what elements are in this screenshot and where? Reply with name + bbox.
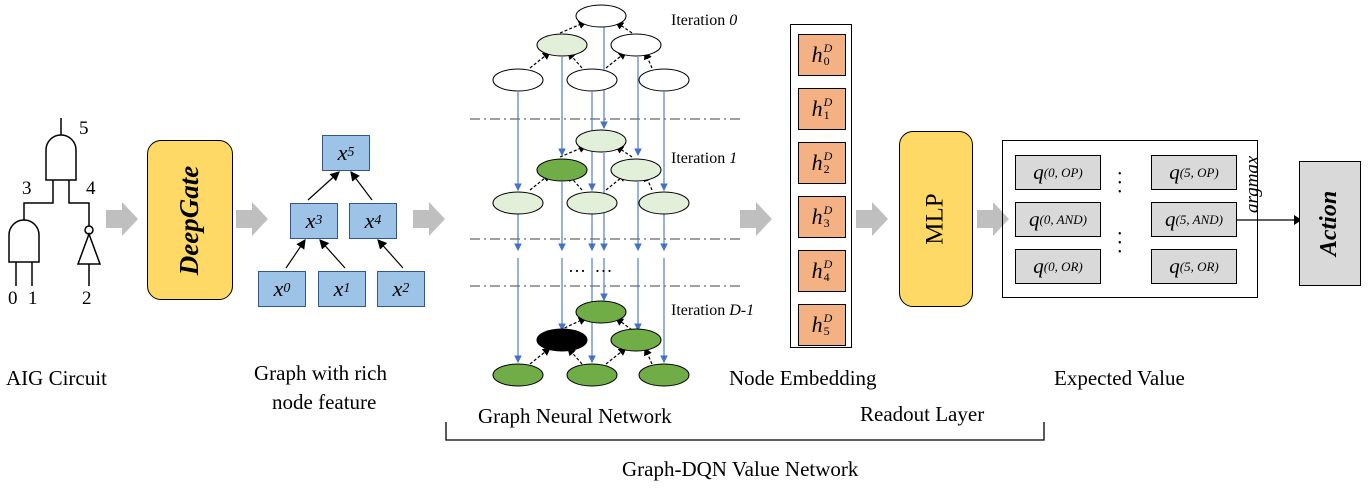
- action-block: Action: [1299, 161, 1361, 286]
- flow-arrow-1: [106, 202, 138, 236]
- q-dots-bottom: • • •: [1118, 229, 1122, 258]
- argmax-label: argmax: [1242, 155, 1263, 213]
- circuit-label-0: 0: [8, 288, 18, 309]
- gnn-node: [575, 4, 627, 28]
- q-value-5-or: q(5, OR): [1151, 249, 1237, 284]
- flow-arrow-6: [977, 202, 1009, 236]
- q-value-0-or: q(0, OR): [1015, 249, 1101, 284]
- flow-arrow-5: [856, 202, 888, 236]
- mlp-block: MLP: [899, 131, 973, 307]
- q-value-5-and: q(5, AND): [1151, 202, 1237, 237]
- gnn-node: [575, 129, 627, 153]
- circuit-label-1: 1: [28, 288, 38, 309]
- flow-arrow-2: [236, 202, 268, 236]
- gnn-diagram: [470, 4, 742, 387]
- gnn-node: [566, 191, 618, 215]
- gnn-node: [492, 68, 544, 92]
- circuit-label-3: 3: [22, 178, 32, 199]
- gnn-node: [575, 300, 627, 324]
- gnn-node: [492, 191, 544, 215]
- gnn-node: [610, 33, 662, 57]
- gnn-node: [610, 328, 662, 352]
- q-value-0-op: q(0, OP): [1015, 155, 1101, 190]
- value-network-bracket: [445, 422, 1045, 441]
- caption-node-embedding: Node Embedding: [729, 366, 877, 390]
- gnn-node: [536, 328, 588, 352]
- circuit-label-5: 5: [79, 118, 89, 139]
- argmax-arrow: [1236, 215, 1302, 225]
- aig-circuit: [8, 118, 102, 286]
- deepgate-block: DeepGate: [147, 140, 233, 300]
- gnn-node: [566, 363, 618, 387]
- gnn-node: [610, 158, 662, 182]
- q-value-5-op: q(5, OP): [1151, 155, 1237, 190]
- embedding-frame: [790, 24, 852, 348]
- q-value-0-and: q(0, AND): [1015, 202, 1101, 237]
- flow-arrow-4: [740, 202, 772, 236]
- circuit-label-4: 4: [86, 178, 96, 199]
- gnn-node: [536, 33, 588, 57]
- caption-expected-value: Expected Value: [1054, 366, 1185, 390]
- gnn-node: [492, 363, 544, 387]
- mlp-label: MLP: [922, 193, 949, 245]
- caption-graph-line2: node feature: [272, 390, 377, 414]
- graph-edges: [285, 171, 404, 269]
- caption-aig-circuit: AIG Circuit: [6, 366, 107, 390]
- caption-readout-layer: Readout Layer: [860, 402, 985, 426]
- q-dots-top: • • •: [1118, 169, 1122, 198]
- gnn-ellipsis: … …: [568, 256, 615, 276]
- gnn-node: [638, 363, 690, 387]
- caption-graph-line1: Graph with rich: [254, 361, 387, 385]
- flow-arrow-3: [413, 202, 445, 236]
- gnn-node: [638, 191, 690, 215]
- expected-value-frame: [1002, 140, 1258, 298]
- gnn-node: [536, 158, 588, 182]
- iteration-label-0: Iteration 0: [671, 12, 738, 29]
- caption-gnn: Graph Neural Network: [478, 404, 672, 428]
- and-gate-3: [8, 219, 40, 263]
- iteration-label-1: Iteration 1: [671, 150, 738, 167]
- action-label: Action: [1316, 190, 1343, 257]
- gnn-node: [566, 68, 618, 92]
- and-gate-5: [45, 134, 77, 181]
- iteration-label-d-minus-1: Iteration D-1: [671, 302, 755, 319]
- circuit-label-2: 2: [82, 288, 92, 309]
- caption-value-network: Graph-DQN Value Network: [622, 457, 859, 481]
- gnn-node: [638, 68, 690, 92]
